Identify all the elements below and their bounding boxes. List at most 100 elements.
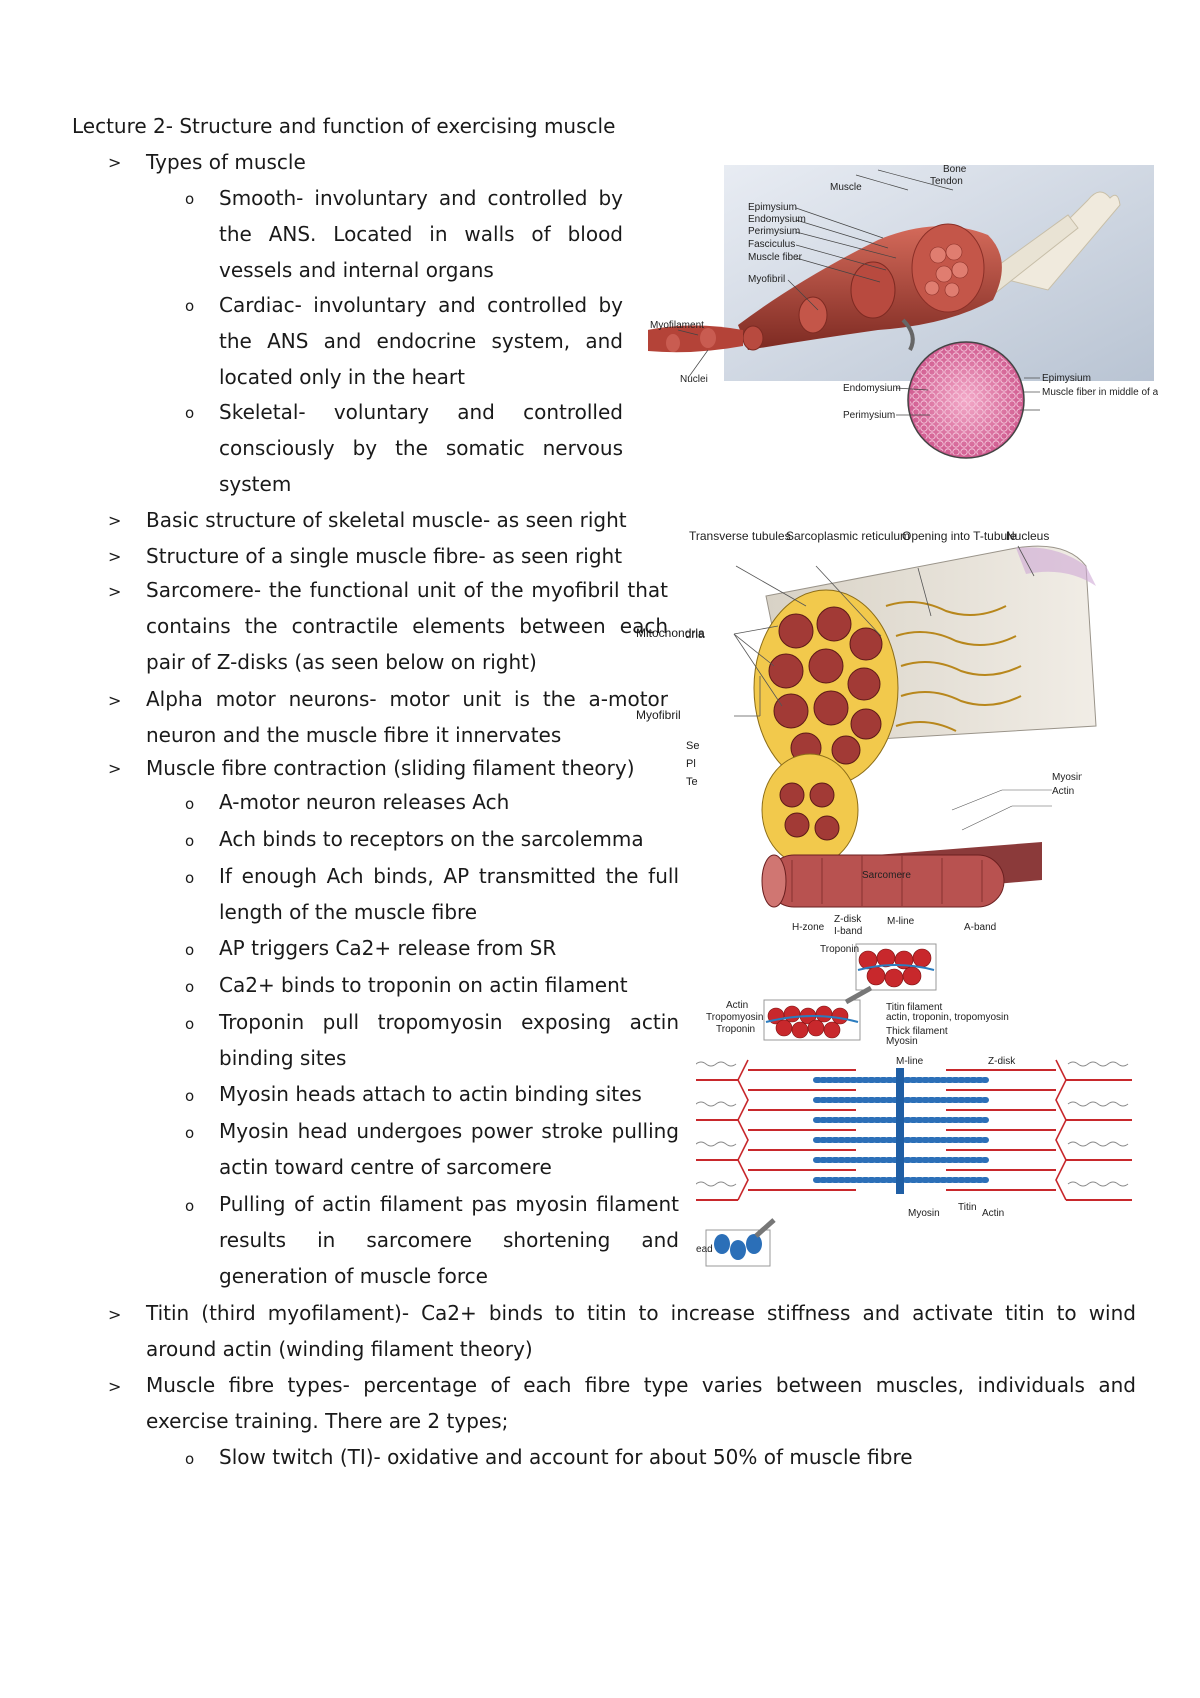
label: Thick filament	[886, 1026, 948, 1037]
sub-bullet-icon: o	[185, 795, 195, 813]
label-pl: Pl	[686, 758, 696, 770]
sub-bullet-icon: o	[185, 1015, 195, 1033]
text-line: the ANS. Located in walls of blood	[219, 222, 623, 246]
label: Perimysium	[748, 226, 800, 237]
item-types: Types of muscle	[146, 150, 306, 174]
label: Sarcomere	[862, 870, 911, 881]
label: Bone	[943, 164, 967, 175]
text-line: around actin (winding filament theory)	[146, 1337, 533, 1361]
label: M-line	[887, 916, 915, 927]
label: M-line	[896, 1056, 924, 1067]
label: Myosin head	[696, 1244, 713, 1255]
text-line: Skeletal- voluntary and controlled	[219, 400, 623, 424]
text-line: Troponin pull tropomyosin exposing actin	[219, 1010, 679, 1034]
text-line: located only in the heart	[219, 365, 465, 389]
sub-bullet-icon: o	[185, 190, 195, 208]
step-1: A-motor neuron releases Ach	[219, 790, 510, 814]
label: H-zone	[792, 922, 825, 933]
arrow-bullet-icon: >	[108, 511, 122, 530]
text-line: pair of Z-disks (as seen below on right)	[146, 650, 537, 674]
text-line: consciously by the somatic nervous	[219, 436, 623, 460]
muscle-fibre-figure: Transverse tubules Sarcoplasmic reticulu…	[686, 529, 1097, 787]
item-basic: Basic structure of skeletal muscle- as s…	[146, 508, 627, 532]
label: Troponin	[820, 944, 859, 955]
step-7: Myosin heads attach to actin binding sit…	[219, 1082, 642, 1106]
arrow-bullet-icon: >	[108, 759, 122, 778]
label: Muscle fiber in middle of a fascicle	[1042, 387, 1158, 398]
text-line: Alpha motor neurons- motor unit is the a…	[146, 687, 668, 711]
label: Transverse tubules	[689, 529, 791, 543]
sub-bullet-icon: o	[185, 832, 195, 850]
muscle-anatomy-figure: Bone Tendon Muscle Epimysium Endomysium …	[648, 164, 1158, 459]
text-line: Sarcomere- the functional unit of the my…	[146, 578, 668, 602]
text-line: exercise training. There are 2 types;	[146, 1409, 509, 1433]
arrow-bullet-icon: >	[108, 582, 122, 601]
label-myofibril: Myofibril	[636, 708, 681, 722]
sub-bullet-icon: o	[185, 941, 195, 959]
sub-bullet-icon: o	[185, 978, 195, 996]
step-6: Troponin pull tropomyosin exposing actin…	[219, 1004, 679, 1076]
sub-bullet-icon: o	[185, 297, 195, 315]
text-line: Smooth- involuntary and controlled by	[219, 186, 623, 210]
label: Tendon	[930, 176, 963, 187]
text-line: If enough Ach binds, AP transmitted the …	[219, 864, 679, 888]
item-smooth: Smooth- involuntary and controlled by th…	[219, 180, 623, 288]
item-skeletal: Skeletal- voluntary and controlled consc…	[219, 394, 623, 502]
label-te: Te	[686, 776, 698, 788]
label: Tropomyosin	[706, 1012, 763, 1023]
label: Myosin	[886, 1036, 918, 1047]
label: Epimysium	[748, 202, 797, 213]
arrow-bullet-icon: >	[108, 1305, 122, 1324]
text-line: vessels and internal organs	[219, 258, 494, 282]
label: Myosin	[908, 1208, 940, 1219]
label: Z-disk	[988, 1056, 1016, 1067]
label: Fasciculus	[748, 239, 795, 250]
sub-bullet-icon: o	[185, 404, 195, 422]
label: Titin filament	[886, 1002, 943, 1013]
arrow-bullet-icon: >	[108, 1377, 122, 1396]
label: Troponin	[716, 1024, 755, 1035]
sarcomere-figure: Myosin Actin Sarcomere Z-disk H-zone I-b…	[761, 753, 1082, 937]
label: I-band	[834, 926, 862, 937]
label: Actin	[726, 1000, 748, 1011]
arrow-bullet-icon: >	[108, 547, 122, 566]
label: Actin	[1052, 786, 1074, 797]
label: Opening into T-tubule	[902, 529, 1017, 543]
label: Perimysium	[843, 410, 895, 421]
item-contraction: Muscle fibre contraction (sliding filame…	[146, 756, 635, 780]
text-line: Cardiac- involuntary and controlled by	[219, 293, 623, 317]
label: Endomysium	[748, 214, 806, 225]
item-cardiac: Cardiac- involuntary and controlled by t…	[219, 287, 623, 395]
label: Epimysium	[1042, 373, 1091, 384]
item-single: Structure of a single muscle fibre- as s…	[146, 544, 623, 568]
step-2: Ach binds to receptors on the sarcolemma	[219, 827, 644, 851]
label: Muscle	[830, 182, 862, 193]
step-4: AP triggers Ca2+ release from SR	[219, 936, 557, 960]
item-slow: Slow twitch (TI)- oxidative and account …	[219, 1445, 913, 1469]
arrow-bullet-icon: >	[108, 153, 122, 172]
label: Transverse tubules	[689, 529, 791, 543]
label-mitochondria: Mitochondria	[636, 626, 705, 640]
item-alpha: Alpha motor neurons- motor unit is the a…	[146, 681, 668, 753]
text-line: neuron and the muscle fibre it innervate…	[146, 723, 562, 747]
label: Muscle fiber	[748, 252, 803, 263]
step-9: Pulling of actin filament pas myosin fil…	[219, 1186, 679, 1294]
sub-bullet-icon: o	[185, 1124, 195, 1142]
sub-bullet-icon: o	[185, 1450, 195, 1468]
step-8: Myosin head undergoes power stroke pulli…	[219, 1113, 679, 1185]
filament-figure: Troponin Actin Tropomyosin Troponin Titi…	[696, 943, 1132, 1267]
text-line: length of the muscle fibre	[219, 900, 478, 924]
label: Nuclei	[680, 374, 708, 385]
text-line: Titin (third myofilament)- Ca2+ binds to…	[146, 1301, 1136, 1325]
text-line: contains the contractile elements betwee…	[146, 614, 668, 638]
text-line: Pulling of actin filament pas myosin fil…	[219, 1192, 679, 1216]
label: Mitochondria	[686, 627, 705, 641]
page-title: Lecture 2- Structure and function of exe…	[72, 114, 616, 138]
sub-bullet-icon: o	[185, 1087, 195, 1105]
label: Nucleus	[1006, 529, 1049, 543]
label: Actin	[982, 1208, 1004, 1219]
text-line: actin toward centre of sarcomere	[219, 1155, 552, 1179]
label: Myosin	[1052, 772, 1082, 783]
text-line: results in sarcomere shortening and	[219, 1228, 679, 1252]
label: actin, troponin, tropomyosin	[886, 1012, 1009, 1023]
